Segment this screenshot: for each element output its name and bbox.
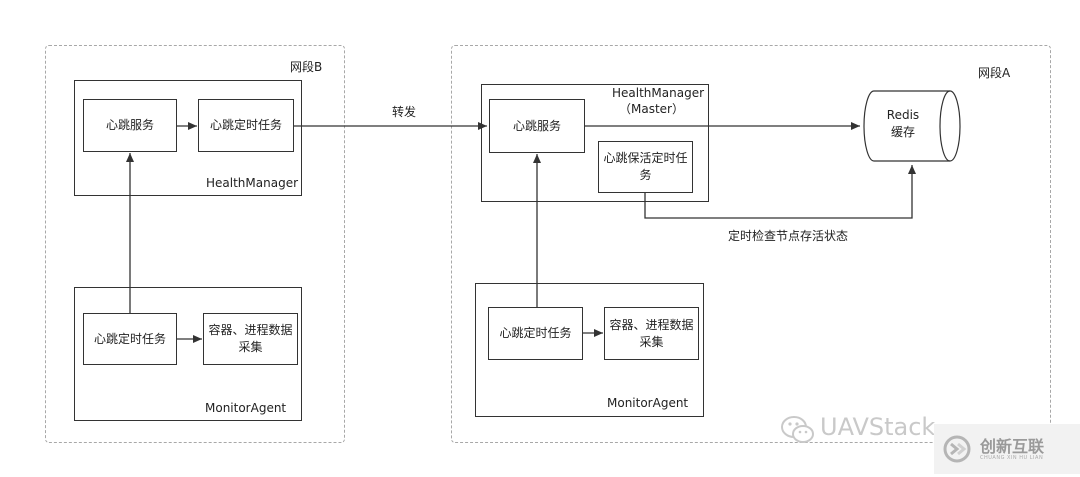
brand-badge: 创新互联 CHUANG XIN HU LIAN	[934, 424, 1080, 474]
edge-label-check-status: 定时检查节点存活状态	[728, 229, 849, 243]
redis-label-line2: 缓存	[890, 125, 915, 139]
network-segment-a-label: 网段A	[978, 66, 1011, 80]
right-heartbeat-service: 心跳服务	[489, 99, 585, 153]
right-health-manager-title: HealthManager	[612, 86, 705, 100]
brand-subtitle: CHUANG XIN HU LIAN	[980, 454, 1044, 461]
redis-label: Redis 缓存	[872, 107, 934, 141]
watermark-text: UAVStack	[820, 413, 936, 441]
edge-label-forward: 转发	[392, 105, 417, 119]
edge-keepalive-to-redis	[644, 165, 916, 219]
right-health-manager-subtitle: （Master）	[619, 102, 684, 116]
left-agent-heartbeat-timer: 心跳定时任务	[83, 313, 177, 365]
left-heartbeat-timer: 心跳定时任务	[198, 99, 294, 152]
right-keepalive-timer: 心跳保活定时任务	[598, 141, 693, 193]
right-agent-collector: 容器、进程数据采集	[604, 307, 699, 360]
brand-name: 创新互联	[980, 436, 1045, 456]
redis-label-line1: Redis	[886, 108, 920, 122]
redis-cylinder	[863, 90, 961, 162]
network-segment-b	[45, 45, 345, 443]
brand-logo-icon	[943, 435, 971, 463]
left-health-manager-title: HealthManager	[206, 176, 299, 190]
right-agent-heartbeat-timer: 心跳定时任务	[488, 307, 583, 360]
left-heartbeat-service: 心跳服务	[83, 99, 177, 152]
wechat-icon	[781, 415, 815, 449]
right-monitor-agent-title: MonitorAgent	[607, 396, 689, 410]
left-agent-collector: 容器、进程数据采集	[203, 313, 298, 365]
left-monitor-agent-title: MonitorAgent	[205, 401, 287, 415]
network-segment-a	[451, 45, 1051, 443]
network-segment-b-label: 网段B	[290, 60, 323, 74]
